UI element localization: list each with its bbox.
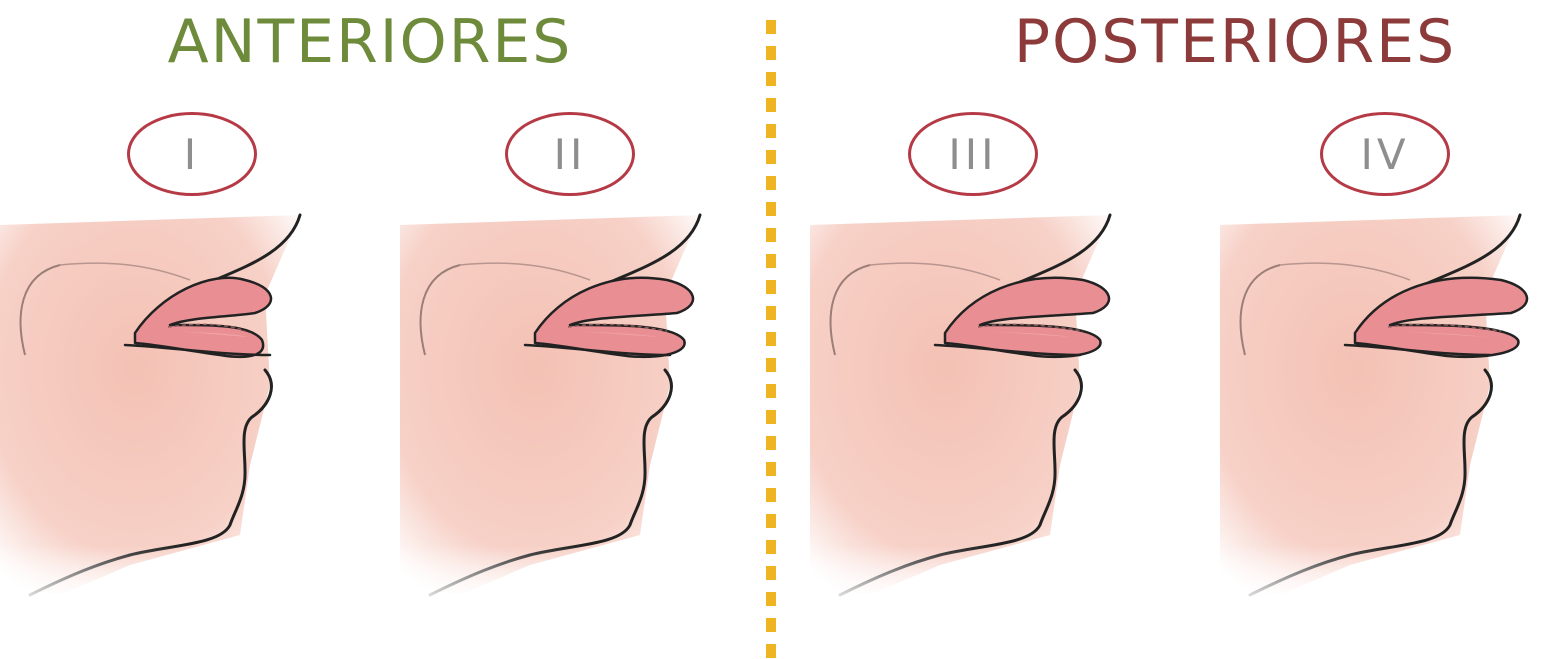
figure-label-1: I [127, 112, 257, 196]
profile-illustration-1 [0, 205, 340, 605]
face-profile-drawing-1 [0, 205, 340, 605]
figure-label-3: III [908, 112, 1038, 196]
heading-anteriores: ANTERIORES [110, 6, 630, 78]
profile-illustration-3 [810, 205, 1150, 605]
profile-illustration-2 [400, 205, 740, 605]
profile-illustration-4 [1220, 205, 1557, 605]
face-profile-drawing-3 [810, 205, 1150, 605]
face-profile-drawing-2 [400, 205, 740, 605]
group-divider [766, 20, 776, 659]
heading-posteriores: POSTERIORES [935, 6, 1535, 78]
figure-label-2: II [505, 112, 635, 196]
figure-label-4: IV [1320, 112, 1450, 196]
face-profile-drawing-4 [1220, 205, 1557, 605]
